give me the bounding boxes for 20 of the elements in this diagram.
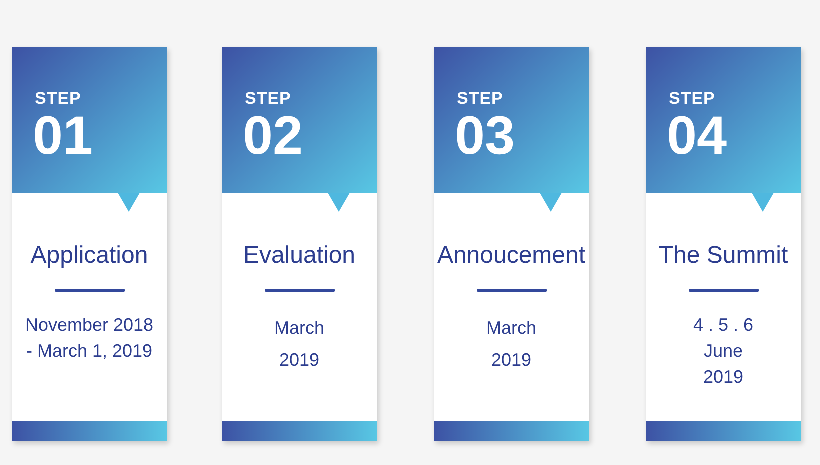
step-label: STEP [245,90,292,107]
step-number: 02 [243,109,304,163]
step-card [434,47,589,441]
step-title: The Summit [658,241,788,270]
step-title: Evaluation [243,241,356,270]
step-card [222,47,377,441]
step-label: STEP [669,90,716,107]
step-title: Annoucement [437,241,586,270]
step-label: STEP [457,90,504,107]
step-number: 03 [455,109,516,163]
step-label: STEP [35,90,82,107]
step-date: March 2019 [273,317,326,372]
step-card [646,47,801,441]
step-date: March 2019 [485,317,538,372]
step-number: 01 [33,109,94,163]
step-title: Application [30,241,148,270]
step-date: 4 . 5 . 6 June 2019 [692,314,755,389]
step-number: 04 [667,109,728,163]
step-date: November 2018 - March 1, 2019 [24,314,155,363]
step-card [12,47,167,441]
